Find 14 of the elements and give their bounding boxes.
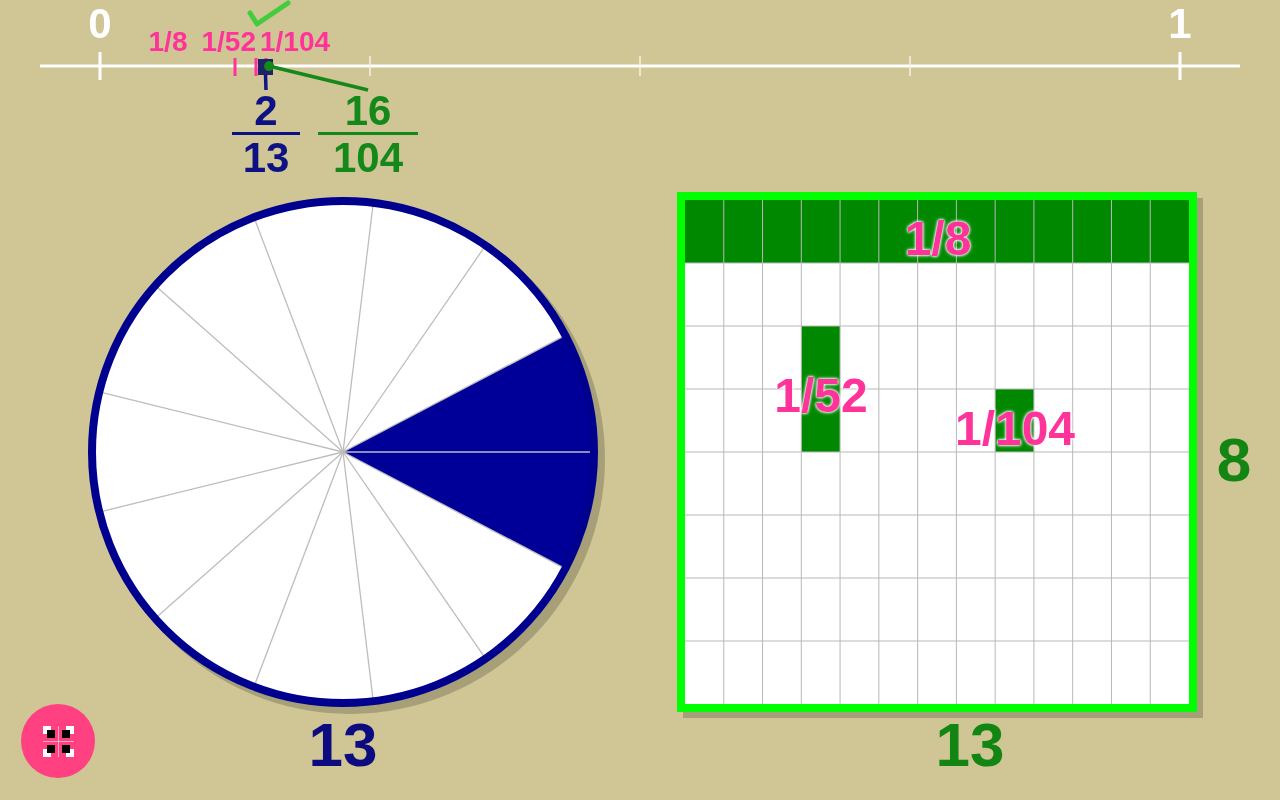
count-label: 13 — [935, 714, 1005, 776]
denominator: 104 — [332, 137, 404, 179]
numerator: 2 — [254, 90, 278, 132]
fraction-label: 1/8 — [148, 28, 188, 56]
leader-line — [263, 74, 268, 91]
axis-label: 1 — [1168, 3, 1192, 45]
axis-label: 0 — [88, 3, 112, 45]
count-label: 8 — [1216, 429, 1252, 491]
leader-line — [264, 61, 369, 92]
count-label: 13 — [308, 714, 378, 776]
fraction-label: 1/104 — [260, 28, 331, 56]
numerator: 16 — [344, 90, 392, 132]
denominator: 13 — [242, 137, 290, 179]
fraction-label: 1/52 — [201, 28, 256, 56]
